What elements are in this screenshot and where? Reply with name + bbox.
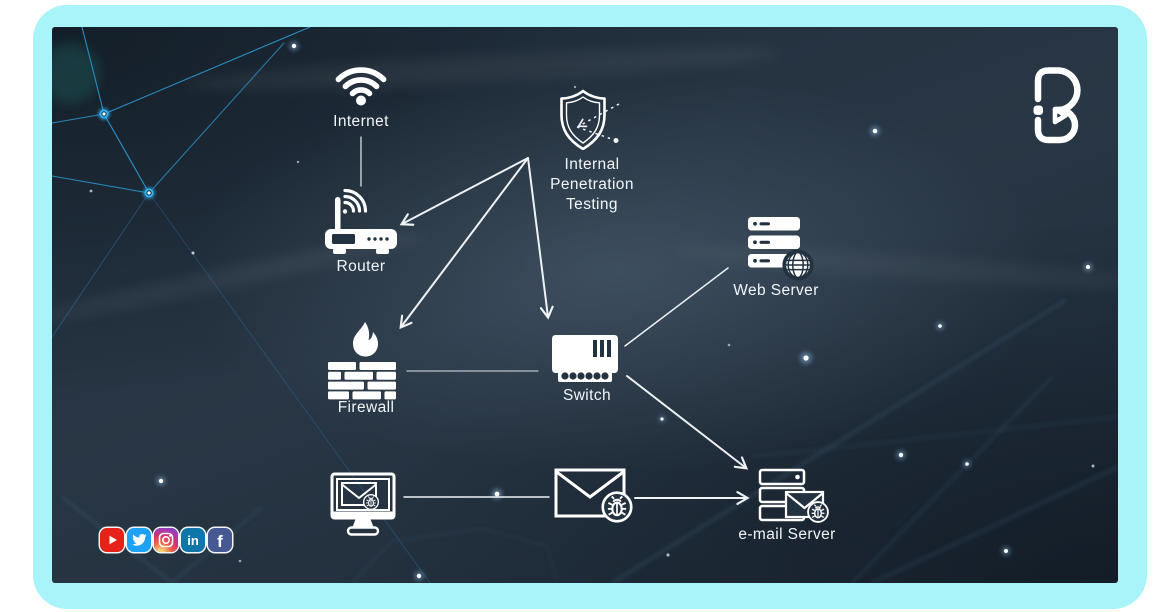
star-field xyxy=(89,41,1095,581)
connection-lines xyxy=(360,136,750,505)
pentest-label: Internal Penetration Testing xyxy=(550,156,634,213)
network-panel: Internet Router xyxy=(52,27,1118,583)
edge-switch-emailserver xyxy=(626,375,749,470)
constellation-lines xyxy=(52,27,431,583)
internet-label: Internet xyxy=(333,113,389,130)
server-mail-bug-icon xyxy=(758,468,829,523)
monitor-infected-mail-icon xyxy=(330,472,396,536)
switch-icon xyxy=(552,335,618,382)
web-server-label: Web Server xyxy=(733,282,819,299)
facebook-icon[interactable]: f xyxy=(208,528,232,552)
ib-logo xyxy=(1033,67,1081,144)
edge-pentest-firewall xyxy=(399,157,529,330)
brick-flame-icon xyxy=(328,322,396,400)
brick-wall xyxy=(328,362,396,400)
green-glow xyxy=(52,43,100,103)
social-bar: in f xyxy=(100,528,232,552)
twitter-icon[interactable] xyxy=(127,528,151,552)
edge-pentest-switch xyxy=(527,157,554,320)
linkedin-icon[interactable]: in xyxy=(181,528,205,552)
server-globe-icon xyxy=(748,217,815,282)
instagram-icon[interactable] xyxy=(154,528,178,552)
constellation-nodes xyxy=(97,107,156,200)
envelope-bug-icon xyxy=(554,468,633,523)
youtube-icon[interactable] xyxy=(100,528,124,552)
flame xyxy=(353,322,378,357)
email-server-label: e-mail Server xyxy=(738,526,836,543)
router-label: Router xyxy=(336,258,386,275)
firewall-label: Firewall xyxy=(337,399,395,416)
facebook-label: f xyxy=(217,531,223,551)
cyan-frame: Internet Router xyxy=(33,5,1147,609)
edge-pentest-router xyxy=(399,157,529,226)
shield-breach-icon xyxy=(560,89,620,150)
linkedin-label: in xyxy=(187,533,199,548)
edge-switch-webserver xyxy=(624,267,729,347)
probe-dashed-arrow xyxy=(576,103,620,143)
router-icon xyxy=(325,188,397,254)
wifi-icon xyxy=(335,67,387,106)
switch-label: Switch xyxy=(562,387,612,404)
